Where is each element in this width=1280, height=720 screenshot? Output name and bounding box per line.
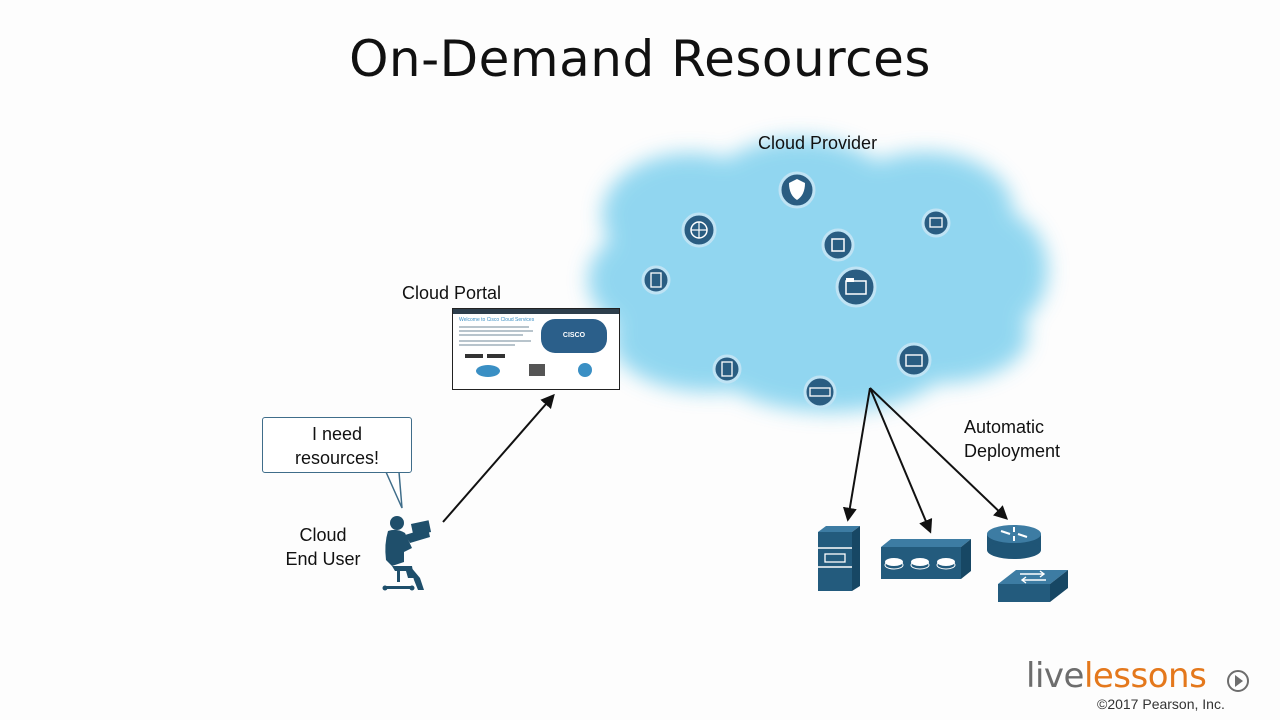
end-user-label: Cloud End User: [268, 523, 378, 571]
automatic-deployment-label: Automatic Deployment: [964, 415, 1060, 463]
portal-text-line: [459, 340, 531, 342]
end-user-label-line-1: Cloud: [299, 525, 347, 545]
speech-bubble: I need resources!: [262, 417, 412, 473]
server-icon: [818, 526, 860, 591]
storage-icon: [803, 375, 837, 409]
user-laptop-icon: [382, 516, 432, 591]
play-icon: [1227, 670, 1249, 692]
arrow-to-router: [869, 387, 1009, 520]
router-icon: [987, 525, 1041, 559]
portal-heading: Welcome to Cisco Cloud Services: [459, 317, 535, 323]
portal-text-line: [459, 344, 515, 346]
livelessons-logo: livelessons: [1026, 656, 1207, 696]
automatic-deployment-line-1: Automatic: [964, 417, 1045, 437]
server-icon: [641, 265, 671, 295]
portal-text-line: [459, 326, 529, 328]
bubble-tail: [385, 471, 403, 509]
automatic-deployment-line-2: Deployment: [964, 441, 1061, 461]
copyright-notice: ©2017 Pearson, Inc.: [1097, 696, 1225, 712]
portal-cisco-logo: CISCO: [541, 319, 607, 353]
cloud-node-icons: [641, 171, 951, 409]
cloud-portal-label: Cloud Portal: [402, 283, 502, 303]
portal-text-line: [459, 334, 523, 336]
folder-icon: [835, 266, 877, 308]
shield-icon: [778, 171, 816, 209]
storage-icon: [881, 539, 971, 579]
arrow-to-server: [842, 387, 871, 522]
arrow-to-storage: [869, 387, 933, 534]
folder-icon: [921, 208, 951, 238]
bubble-line-1: I need: [311, 424, 363, 444]
portal-topbar: [453, 309, 619, 314]
cloud-provider-label: Cloud Provider: [758, 133, 878, 153]
switch-icon: [998, 570, 1068, 602]
server-icon: [712, 354, 742, 384]
portal-button: [465, 354, 483, 358]
chip-icon: [821, 228, 855, 262]
end-user-label-line-2: End User: [285, 549, 361, 569]
portal-text-line: [459, 330, 533, 332]
slide-title: On-Demand Resources: [349, 30, 931, 88]
cloud-portal-screen: Welcome to Cisco Cloud Services CISCO: [452, 308, 620, 390]
logo-lessons-text: lessons: [1083, 656, 1207, 696]
arrows: [442, 387, 1009, 534]
portal-icons: [476, 363, 592, 377]
folder-icon: [896, 342, 932, 378]
bubble-line-2: resources!: [294, 448, 380, 468]
portal-button: [487, 354, 505, 358]
arrow-user-to-portal: [442, 393, 555, 523]
globe-icon: [681, 212, 717, 248]
logo-live-text: live: [1026, 656, 1084, 696]
